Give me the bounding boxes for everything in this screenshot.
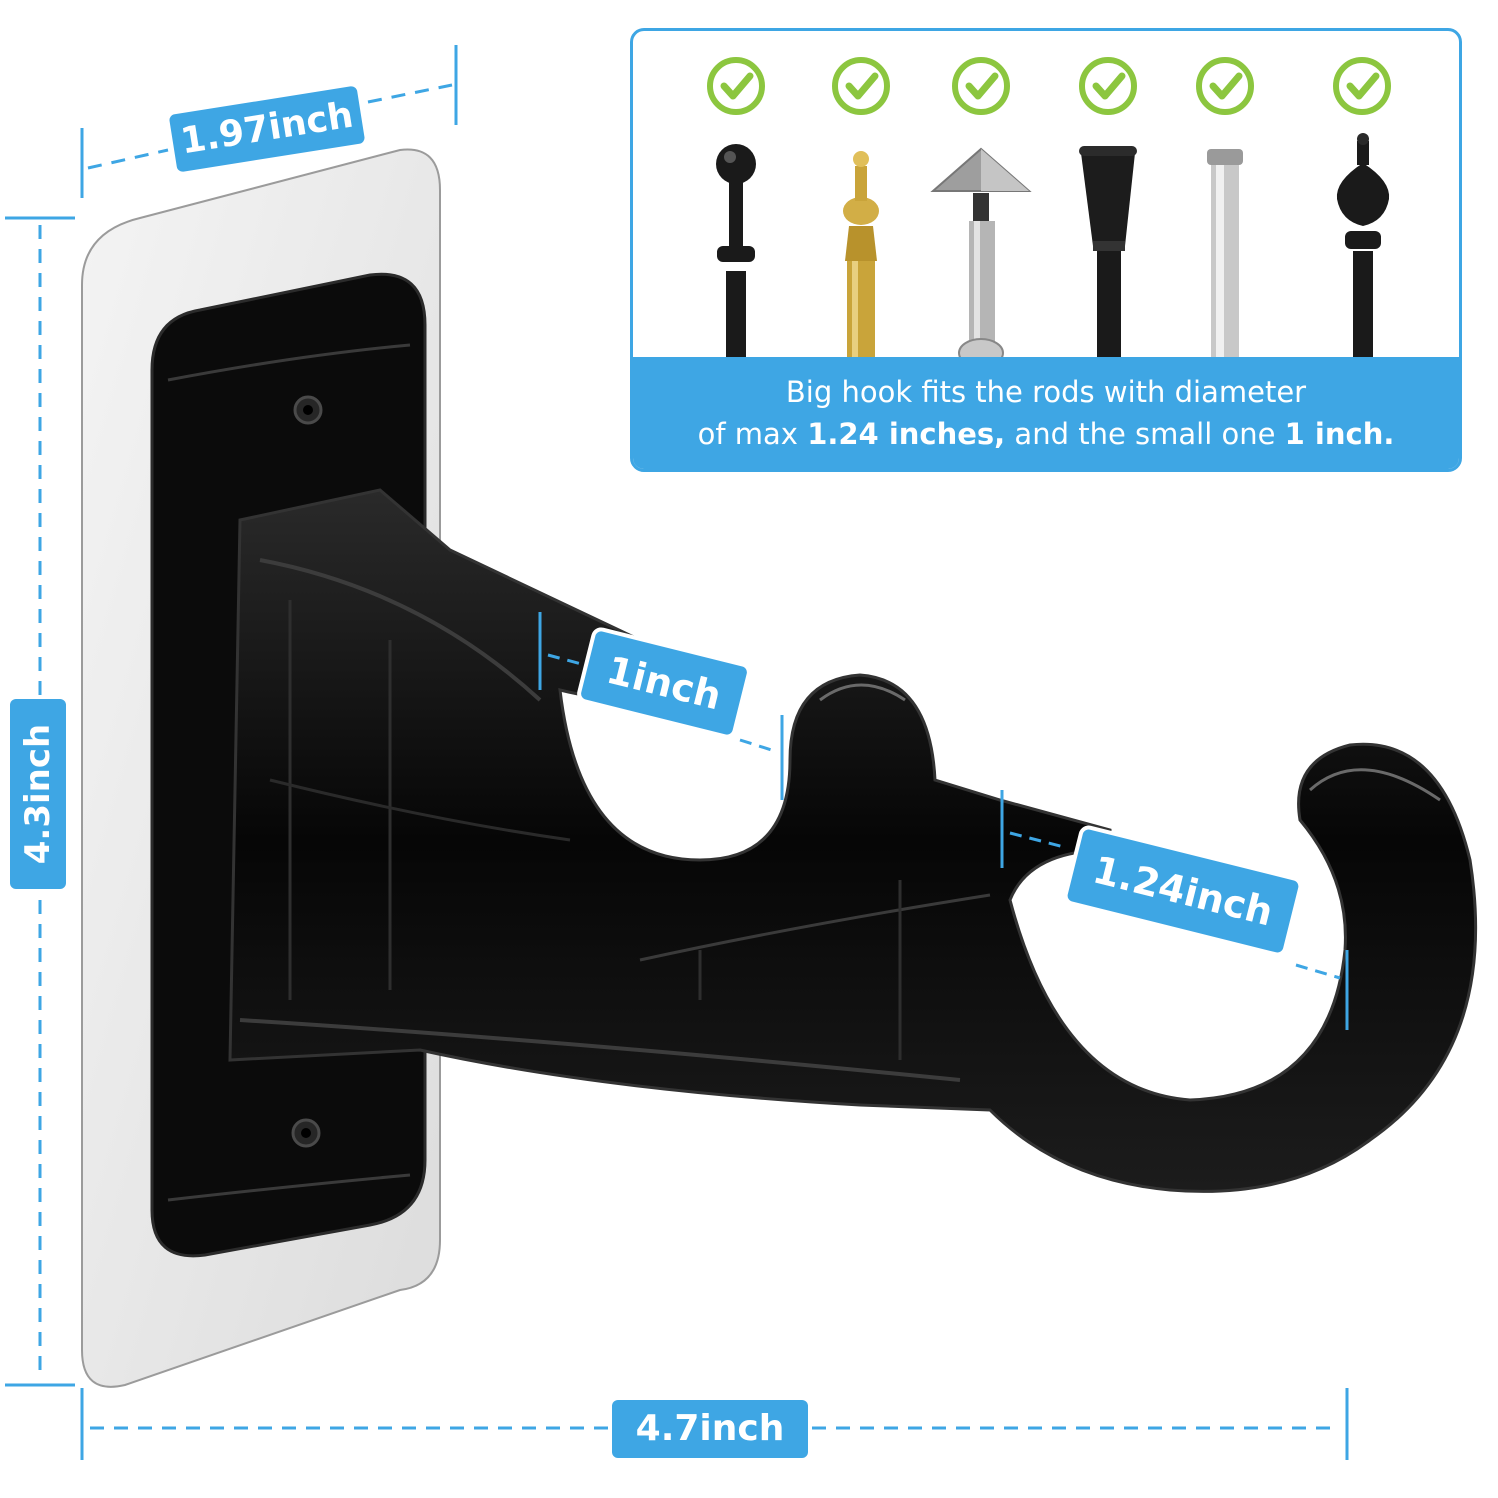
dimension-lines <box>5 45 1349 1460</box>
rod-urn-finial-icon <box>843 151 879 361</box>
caption-big-diameter: 1.24 inches, <box>807 417 1006 451</box>
check-icon <box>707 57 765 115</box>
fit-caption: Big hook fits the rods with diameter of … <box>633 357 1459 469</box>
check-icon <box>952 57 1010 115</box>
check-icon <box>1079 57 1137 115</box>
check-icon <box>1333 57 1391 115</box>
rod-pyramid-finial-icon <box>930 147 1032 361</box>
rod-compatibility-panel: Big hook fits the rods with diameter of … <box>630 28 1462 472</box>
check-icon <box>1196 57 1254 115</box>
rod-cone-finial-icon <box>1079 146 1137 361</box>
bracket-length-label: 4.7inch <box>612 1400 808 1458</box>
rod-ball-finial-icon <box>716 144 756 361</box>
caption-line-1: Big hook fits the rods with diameter <box>785 375 1307 409</box>
check-icons <box>707 57 1391 115</box>
plate-height-label: 4.3inch <box>10 699 66 889</box>
caption-text: and the small one <box>1005 417 1285 451</box>
rod-cap-finial-icon <box>1207 149 1243 361</box>
rod-onion-finial-icon <box>1336 133 1390 361</box>
caption-text: of max <box>697 417 808 451</box>
caption-line-2: of max 1.24 inches, and the small one 1 … <box>633 413 1459 455</box>
caption-small-diameter: 1 inch. <box>1284 417 1395 451</box>
check-icon <box>832 57 890 115</box>
rod-gallery <box>707 57 1391 361</box>
